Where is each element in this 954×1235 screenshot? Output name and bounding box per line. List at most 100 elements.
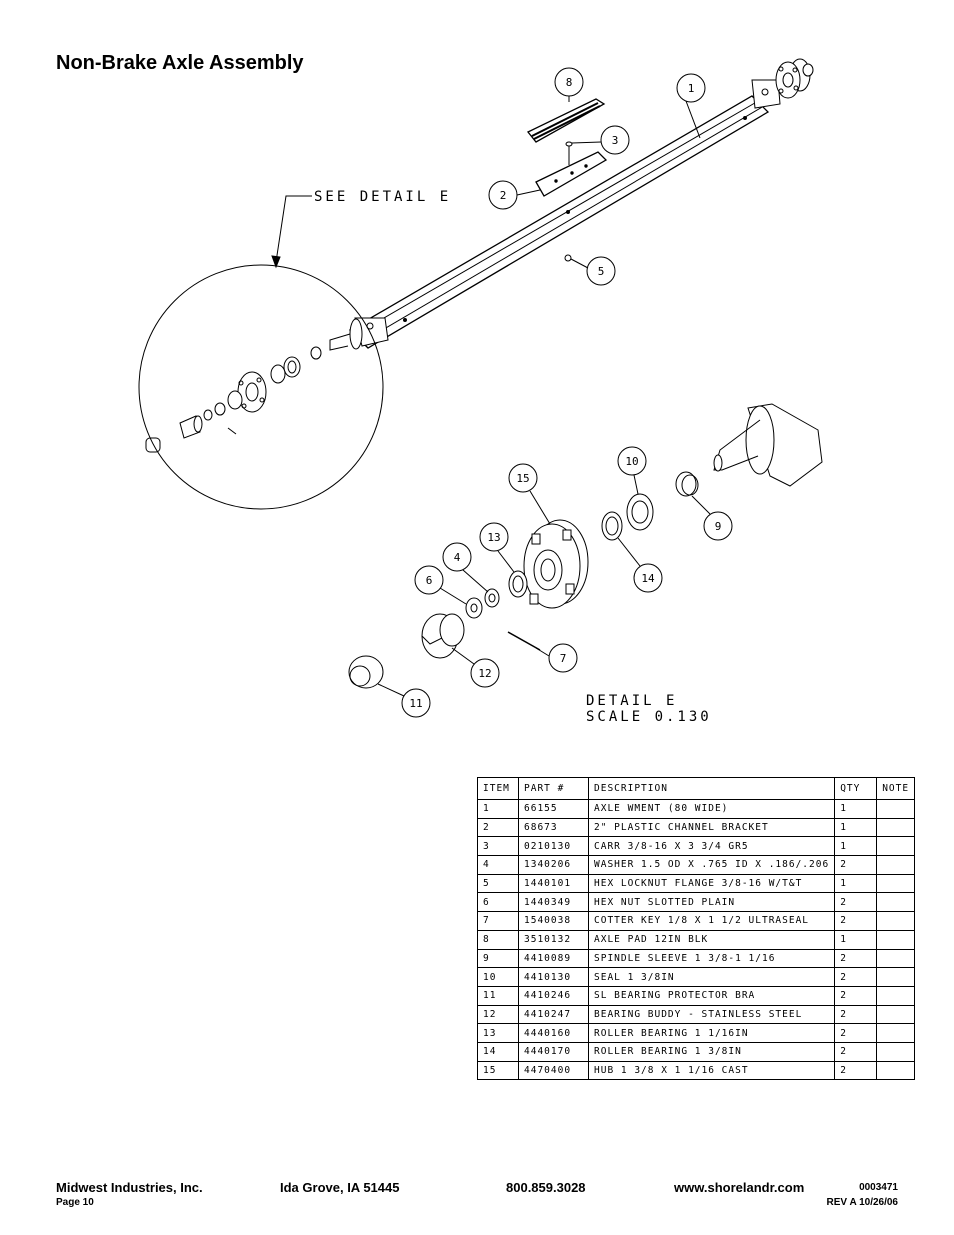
cell-part: 4410089 — [518, 948, 589, 969]
cell-qty: 1 — [834, 929, 878, 950]
cell-item: 3 — [477, 836, 519, 857]
cell-item: 12 — [477, 1004, 519, 1025]
cell-note — [876, 1004, 916, 1025]
balloon-5: 5 — [570, 256, 616, 286]
balloon-9: 9 — [691, 495, 733, 541]
cell-part: 4410247 — [518, 1004, 589, 1025]
cell-part: 4410130 — [518, 967, 589, 987]
detail-e-parts — [348, 403, 823, 689]
svg-text:4: 4 — [454, 551, 461, 564]
footer-phone: 800.859.3028 — [506, 1180, 586, 1195]
svg-text:1: 1 — [688, 82, 695, 95]
cell-note — [876, 817, 916, 838]
header-part: PART # — [518, 777, 589, 800]
cell-qty: 2 — [834, 985, 878, 1006]
detail-title: DETAIL E — [586, 693, 677, 709]
cell-item: 1 — [477, 799, 519, 819]
cell-item: 10 — [477, 967, 519, 987]
cell-qty: 1 — [834, 817, 878, 838]
see-detail-label: SEE DETAIL E — [314, 189, 451, 205]
svg-text:6: 6 — [426, 574, 433, 587]
carriage-bolt — [565, 141, 573, 165]
svg-text:8: 8 — [566, 76, 573, 89]
header-item: ITEM — [477, 777, 519, 800]
detail-leader — [275, 195, 312, 263]
cell-item: 15 — [477, 1060, 519, 1081]
footer-doc-number: 0003471 — [859, 1182, 898, 1193]
cell-item: 7 — [477, 911, 519, 931]
cell-item: 14 — [477, 1041, 519, 1062]
cell-note — [876, 1023, 916, 1043]
cell-description: 2" PLASTIC CHANNEL BRACKET — [587, 817, 836, 838]
page-footer: Midwest Industries, Inc. Ida Grove, IA 5… — [56, 1180, 898, 1210]
cell-qty: 1 — [834, 836, 878, 857]
cell-description: HEX LOCKNUT FLANGE 3/8-16 W/T&T — [587, 873, 836, 894]
svg-text:13: 13 — [487, 531, 500, 544]
cell-qty: 2 — [834, 1004, 878, 1025]
balloon-4: 4 — [442, 542, 489, 593]
balloon-1: 1 — [676, 73, 706, 139]
cell-part: 1440349 — [518, 892, 589, 913]
balloon-8: 8 — [554, 67, 584, 102]
cell-part: 0210130 — [518, 836, 589, 857]
cell-part: 1340206 — [518, 855, 589, 875]
balloon-7: 7 — [535, 643, 578, 673]
cell-description: HUB 1 3/8 X 1 1/16 CAST — [587, 1060, 836, 1081]
cell-note — [876, 948, 916, 969]
cell-note — [876, 1041, 916, 1062]
balloon-11: 11 — [377, 683, 431, 718]
cell-item: 5 — [477, 873, 519, 894]
balloon-2: 2 — [488, 180, 541, 210]
cell-item: 6 — [477, 892, 519, 913]
svg-text:9: 9 — [715, 520, 722, 533]
cell-description: HEX NUT SLOTTED PLAIN — [587, 892, 836, 913]
cell-description: WASHER 1.5 OD X .765 ID X .186/.206 — [587, 855, 836, 875]
cell-description: ROLLER BEARING 1 3/8IN — [587, 1041, 836, 1062]
footer-website: www.shorelandr.com — [674, 1180, 805, 1195]
footer-company: Midwest Industries, Inc. — [56, 1180, 203, 1195]
channel-bracket — [535, 151, 608, 197]
cell-item: 13 — [477, 1023, 519, 1043]
cell-note — [876, 911, 916, 931]
cell-note — [876, 1060, 916, 1081]
header-qty: QTY — [834, 777, 878, 800]
cell-note — [876, 799, 916, 819]
cell-qty: 1 — [834, 799, 878, 819]
cell-description: AXLE WMENT (80 WIDE) — [587, 799, 836, 819]
cell-description: ROLLER BEARING 1 1/16IN — [587, 1023, 836, 1043]
cell-description: COTTER KEY 1/8 X 1 1/2 ULTRASEAL — [587, 911, 836, 931]
cell-note — [876, 836, 916, 857]
cell-description: SL BEARING PROTECTOR BRA — [587, 985, 836, 1006]
balloon-15: 15 — [508, 463, 551, 525]
svg-text:11: 11 — [409, 697, 422, 710]
cell-note — [876, 929, 916, 950]
right-hub — [775, 58, 814, 99]
cell-item: 8 — [477, 929, 519, 950]
cell-item: 11 — [477, 985, 519, 1006]
cell-qty: 2 — [834, 1041, 878, 1062]
balloon-12: 12 — [451, 647, 500, 688]
cell-part: 4410246 — [518, 985, 589, 1006]
svg-text:10: 10 — [625, 455, 638, 468]
cell-part: 4440170 — [518, 1041, 589, 1062]
cell-part: 4470400 — [518, 1060, 589, 1081]
cell-description: AXLE PAD 12IN BLK — [587, 929, 836, 950]
axle-tube — [348, 79, 781, 349]
header-description: DESCRIPTION — [587, 777, 836, 800]
cell-qty: 2 — [834, 1060, 878, 1081]
svg-text:5: 5 — [598, 265, 605, 278]
axle-pad — [526, 98, 606, 143]
balloon-13: 13 — [479, 522, 515, 573]
